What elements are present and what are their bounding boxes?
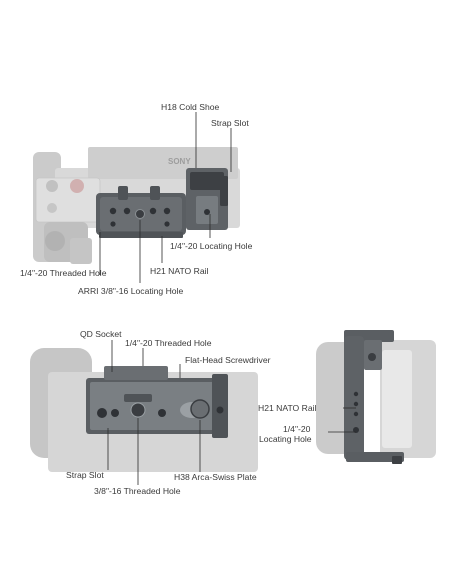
label-h21-nato-rail-top: H21 NATO Rail — [150, 266, 209, 276]
label-locating-hole-side-line1: 1/4"-20 — [283, 424, 311, 434]
side-view-leader-lines — [328, 407, 356, 433]
label-locating-hole-side-line2: Locating Hole — [259, 434, 312, 444]
label-threaded-hole-bottom: 1/4"-20 Threaded Hole — [125, 338, 212, 348]
label-qd-socket: QD Socket — [80, 329, 122, 339]
brand-logo: SONY — [168, 157, 191, 166]
label-threaded-hole-top: 1/4"-20 Threaded Hole — [20, 268, 107, 278]
bottom-arca-plate — [86, 366, 228, 438]
bottom-view-leader-lines — [107, 340, 201, 485]
label-h21-nato-rail-side: H21 NATO Rail — [258, 403, 317, 413]
label-h18-cold-shoe: H18 Cold Shoe — [161, 102, 220, 112]
label-strap-slot-bottom: Strap Slot — [66, 470, 104, 480]
top-view-leader-lines — [99, 112, 232, 283]
label-locating-hole-top: 1/4"-20 Locating Hole — [170, 241, 253, 251]
label-arri-locating-hole: ARRI 3/8"-16 Locating Hole — [78, 286, 184, 296]
top-cage-plate — [96, 168, 228, 238]
label-flat-head-screwdriver: Flat-Head Screwdriver — [185, 355, 271, 365]
label-h38-arca-swiss-plate: H38 Arca-Swiss Plate — [174, 472, 257, 482]
side-cage-frame — [344, 330, 404, 464]
label-strap-slot-top: Strap Slot — [211, 118, 249, 128]
label-38-threaded-hole: 3/8"-16 Threaded Hole — [94, 486, 181, 496]
